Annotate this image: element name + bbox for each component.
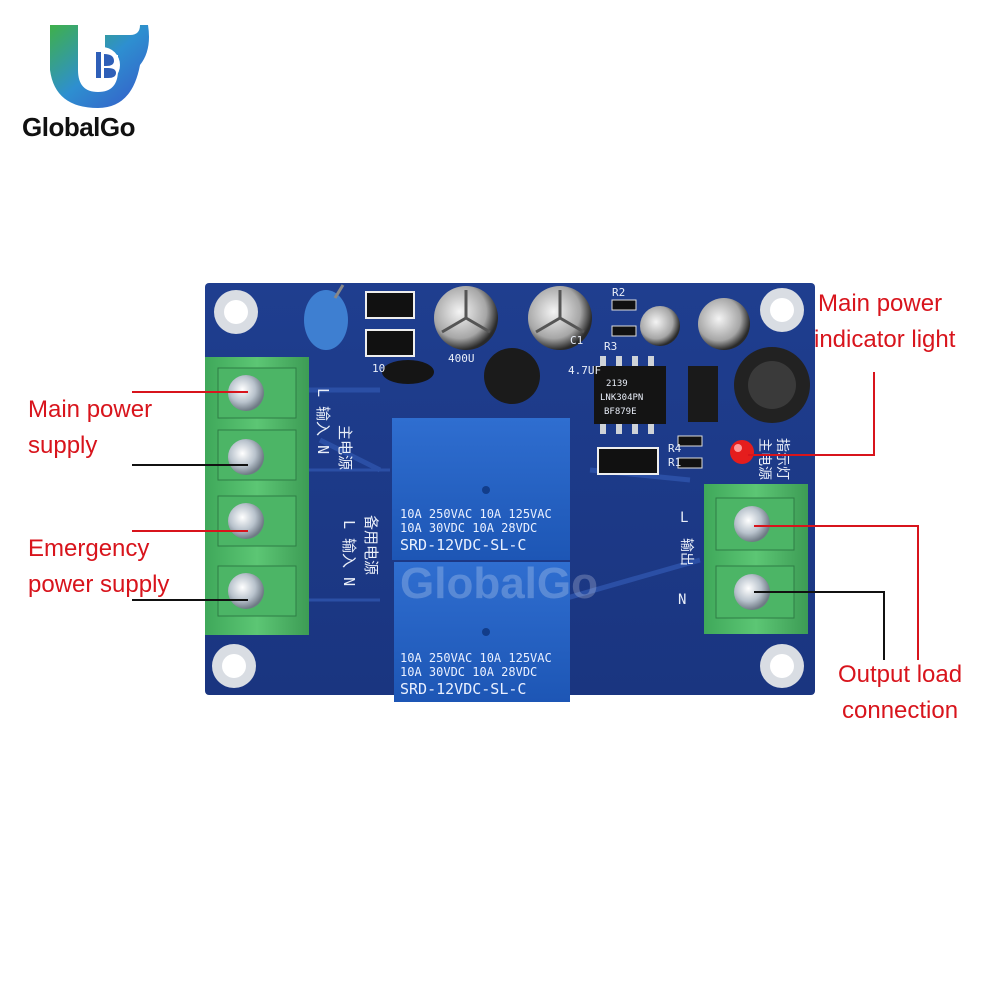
silk-main-power: 主电源 xyxy=(336,425,354,470)
relay-2-line-3: SRD-12VDC-SL-C xyxy=(400,680,526,698)
ic-text-1: 2139 xyxy=(606,379,628,389)
output-terminal-block xyxy=(704,484,808,634)
label-r1: R1 xyxy=(668,456,681,469)
label-cap-voltage: 400U xyxy=(448,352,475,365)
silk-right-l: L xyxy=(680,510,688,526)
callout-output-load: Output load connection xyxy=(838,657,962,729)
callout-indicator-line-1: Main power xyxy=(818,290,943,317)
relay-1-line-2: 10A 30VDC 10A 28VDC xyxy=(400,521,537,535)
terminal-screws-left xyxy=(217,367,297,617)
relay-2: 10A 250VAC 10A 125VAC 10A 30VDC 10A 28VD… xyxy=(394,562,570,702)
relay-1-line-1: 10A 250VAC 10A 125VAC xyxy=(400,507,552,521)
silk-right-main-power: 主电源 xyxy=(756,438,772,480)
ic-chip xyxy=(594,366,666,424)
callout-output-line-1: Output load xyxy=(838,661,963,688)
label-r3: R3 xyxy=(604,340,617,353)
label-c1: C1 xyxy=(570,334,583,347)
label-cap-value: 4.7UF xyxy=(568,364,601,377)
silk-right-n: N xyxy=(678,592,686,608)
relay-2-line-1: 10A 250VAC 10A 125VAC xyxy=(400,651,552,665)
callout-emergency-line-1: Emergency xyxy=(28,535,150,562)
callout-line-output-l xyxy=(754,525,919,660)
ic-text-2: LNK304PN xyxy=(600,393,643,403)
callout-main-power-supply-line-1: Main power xyxy=(28,396,153,423)
brand-logo-mark xyxy=(50,25,149,108)
electrolytic-capacitors xyxy=(434,286,810,423)
silk-right-indicator: 指示灯 xyxy=(774,438,790,480)
label-10: 10 xyxy=(372,362,385,375)
callout-main-power-supply-line-2: supply xyxy=(28,432,98,459)
input-terminal-block xyxy=(205,357,309,635)
label-r4: R4 xyxy=(668,442,682,455)
silk-right-output: 输出 xyxy=(678,538,694,566)
ceramic-capacitor xyxy=(304,290,348,350)
silk-backup-input: L 输入 N xyxy=(340,520,358,586)
silk-backup-power: 备用电源 xyxy=(362,515,380,575)
callout-indicator-line-2: indicator light xyxy=(814,326,956,353)
callout-output-line-2: connection xyxy=(842,697,959,724)
relay-2-line-2: 10A 30VDC 10A 28VDC xyxy=(400,665,537,679)
brand-name: GlobalGo xyxy=(22,112,136,142)
label-r2: R2 xyxy=(612,286,625,299)
relay-1: 10A 250VAC 10A 125VAC 10A 30VDC 10A 28VD… xyxy=(392,418,570,560)
relay-1-line-3: SRD-12VDC-SL-C xyxy=(400,536,526,554)
silk-main-input: L 输入 N xyxy=(314,388,332,454)
ic-text-3: BF879E xyxy=(604,407,637,417)
callout-emergency-line-2: power supply xyxy=(28,571,170,598)
callout-main-power-indicator: Main power indicator light xyxy=(814,286,955,358)
callout-line-output-n xyxy=(754,591,885,660)
callout-main-power-supply: Main power supply xyxy=(28,392,152,464)
callout-lines xyxy=(132,372,919,660)
mounting-holes xyxy=(212,288,804,688)
main-power-indicator-led xyxy=(730,440,754,464)
watermark-text: GlobalGo xyxy=(400,559,598,608)
callout-line-indicator xyxy=(748,372,875,456)
callout-emergency-power-supply: Emergency power supply xyxy=(28,531,169,603)
